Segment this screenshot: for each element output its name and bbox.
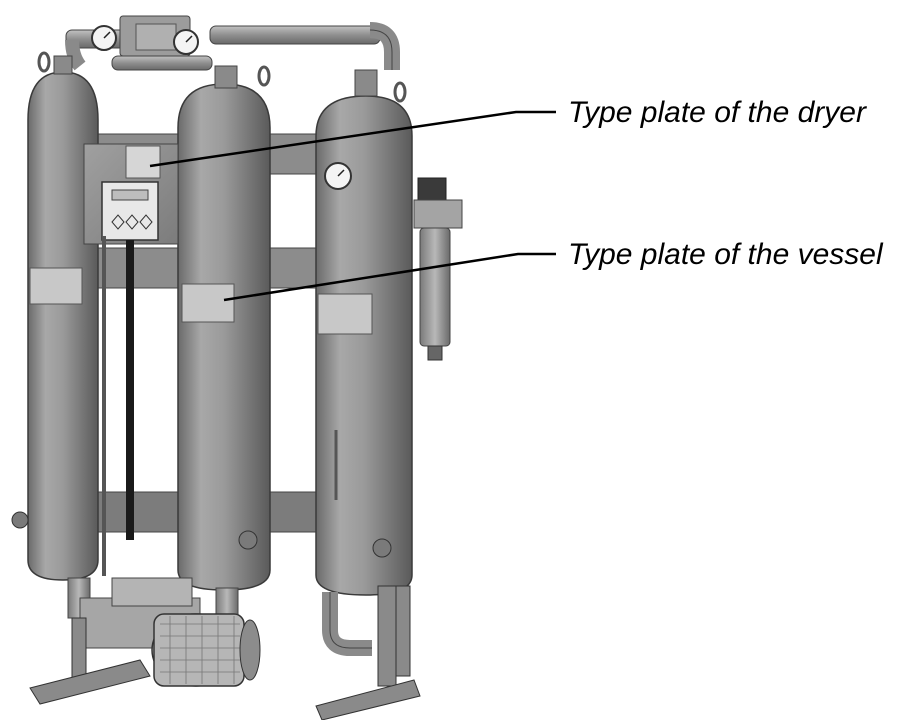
stand-feet <box>29 585 421 720</box>
gauge-icon-right <box>173 29 199 55</box>
vessel-right <box>315 69 413 596</box>
control-panel <box>83 143 179 576</box>
gauge-icon-vessel <box>324 162 352 190</box>
callout-label-vessel: Type plate of the vessel <box>568 238 884 271</box>
callout-label-dryer: Type plate of the dryer <box>568 96 867 129</box>
vessel-type-plate-left <box>29 267 83 305</box>
filter-unit <box>413 177 463 361</box>
leader-line-vessel <box>223 252 556 302</box>
vessel-type-plate-middle <box>181 283 235 323</box>
leader-line-dryer <box>149 110 556 168</box>
lifting-eyes <box>37 51 407 103</box>
leader-lines <box>149 110 556 302</box>
vessel-left <box>11 55 99 581</box>
vessel-middle <box>177 65 271 591</box>
gauge-icon-left <box>91 25 117 51</box>
lower-piping <box>67 577 372 687</box>
dryer-type-plate <box>125 145 161 179</box>
vessel-type-plate-right <box>317 293 373 335</box>
